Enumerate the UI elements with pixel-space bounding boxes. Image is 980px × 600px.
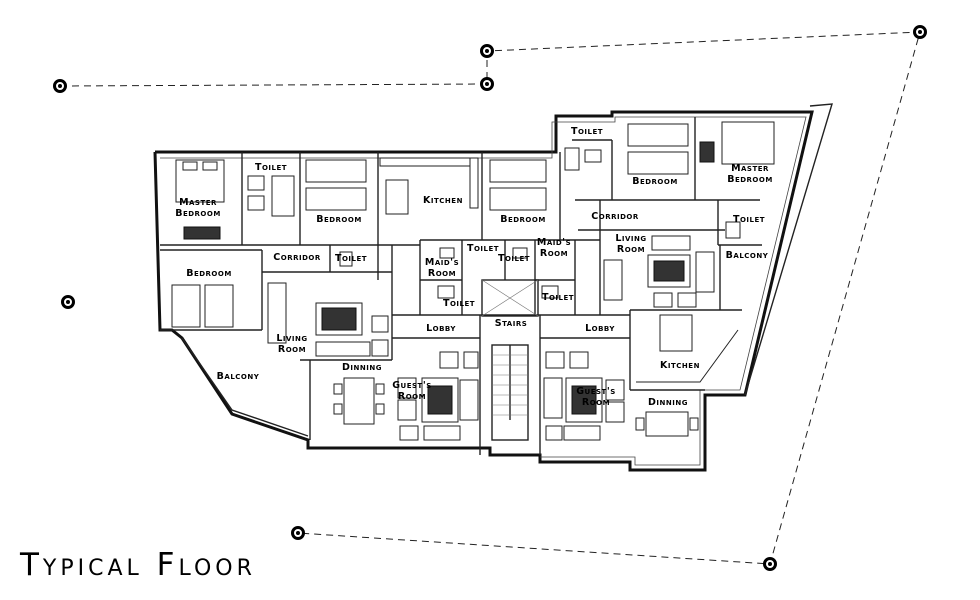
room-label-stairs: Stairs [495,318,528,329]
room-label-toilet-lobby-right: Toilet [542,292,574,303]
boundary-marker [913,25,927,39]
room-label-corridor-right: Corridor [591,211,639,222]
room-label-dinning-right: Dinning [648,397,688,408]
boundary-markers [53,25,927,571]
room-label-lobby-left: Lobby [426,323,456,334]
room-label-bedroom-left-bottom: Bedroom [186,268,232,279]
exterior-walls [153,103,833,472]
boundary-marker [53,79,67,93]
room-label-kitchen-left: Kitchen [423,195,463,206]
interior-walls [160,117,762,455]
boundary-marker [61,295,75,309]
room-label-toilet-right: Toilet [733,214,765,225]
boundary-marker [291,526,305,540]
room-label-toilet-mid-left: Toilet [467,243,499,254]
toilet-fixtures [247,147,741,299]
site-boundary-line [59,31,921,565]
living-room-furniture [267,235,715,357]
room-label-dinning-left: Dinning [342,362,382,373]
drawing-title: Typical Floor [20,547,256,583]
room-label-toilet-left-mid: Toilet [335,253,367,264]
beds [171,121,775,328]
room-label-bedroom-mid-top: Bedroom [500,214,546,225]
boundary-marker [480,44,494,58]
boundary-marker [480,77,494,91]
room-label-toilet-mid-right: Toilet [498,253,530,264]
room-label-balcony-right: Balcony [726,250,769,261]
boundary-marker [763,557,777,571]
room-label-toilet-left-top: Toilet [255,162,287,173]
room-label-balcony-left: Balcony [217,371,260,382]
dining-and-guest-furniture [333,351,699,441]
kitchen-fixtures [379,157,739,383]
room-label-toilet-right-top: Toilet [571,126,603,137]
room-label-bedroom-right-top: Bedroom [632,176,678,187]
stair-core [481,279,539,441]
room-label-bedroom-left-top: Bedroom [316,214,362,225]
room-label-lobby-right: Lobby [585,323,615,334]
room-label-kitchen-right: Kitchen [660,360,700,371]
room-label-corridor-left: Corridor [273,252,321,263]
room-label-toilet-lobby-left: Toilet [443,298,475,309]
